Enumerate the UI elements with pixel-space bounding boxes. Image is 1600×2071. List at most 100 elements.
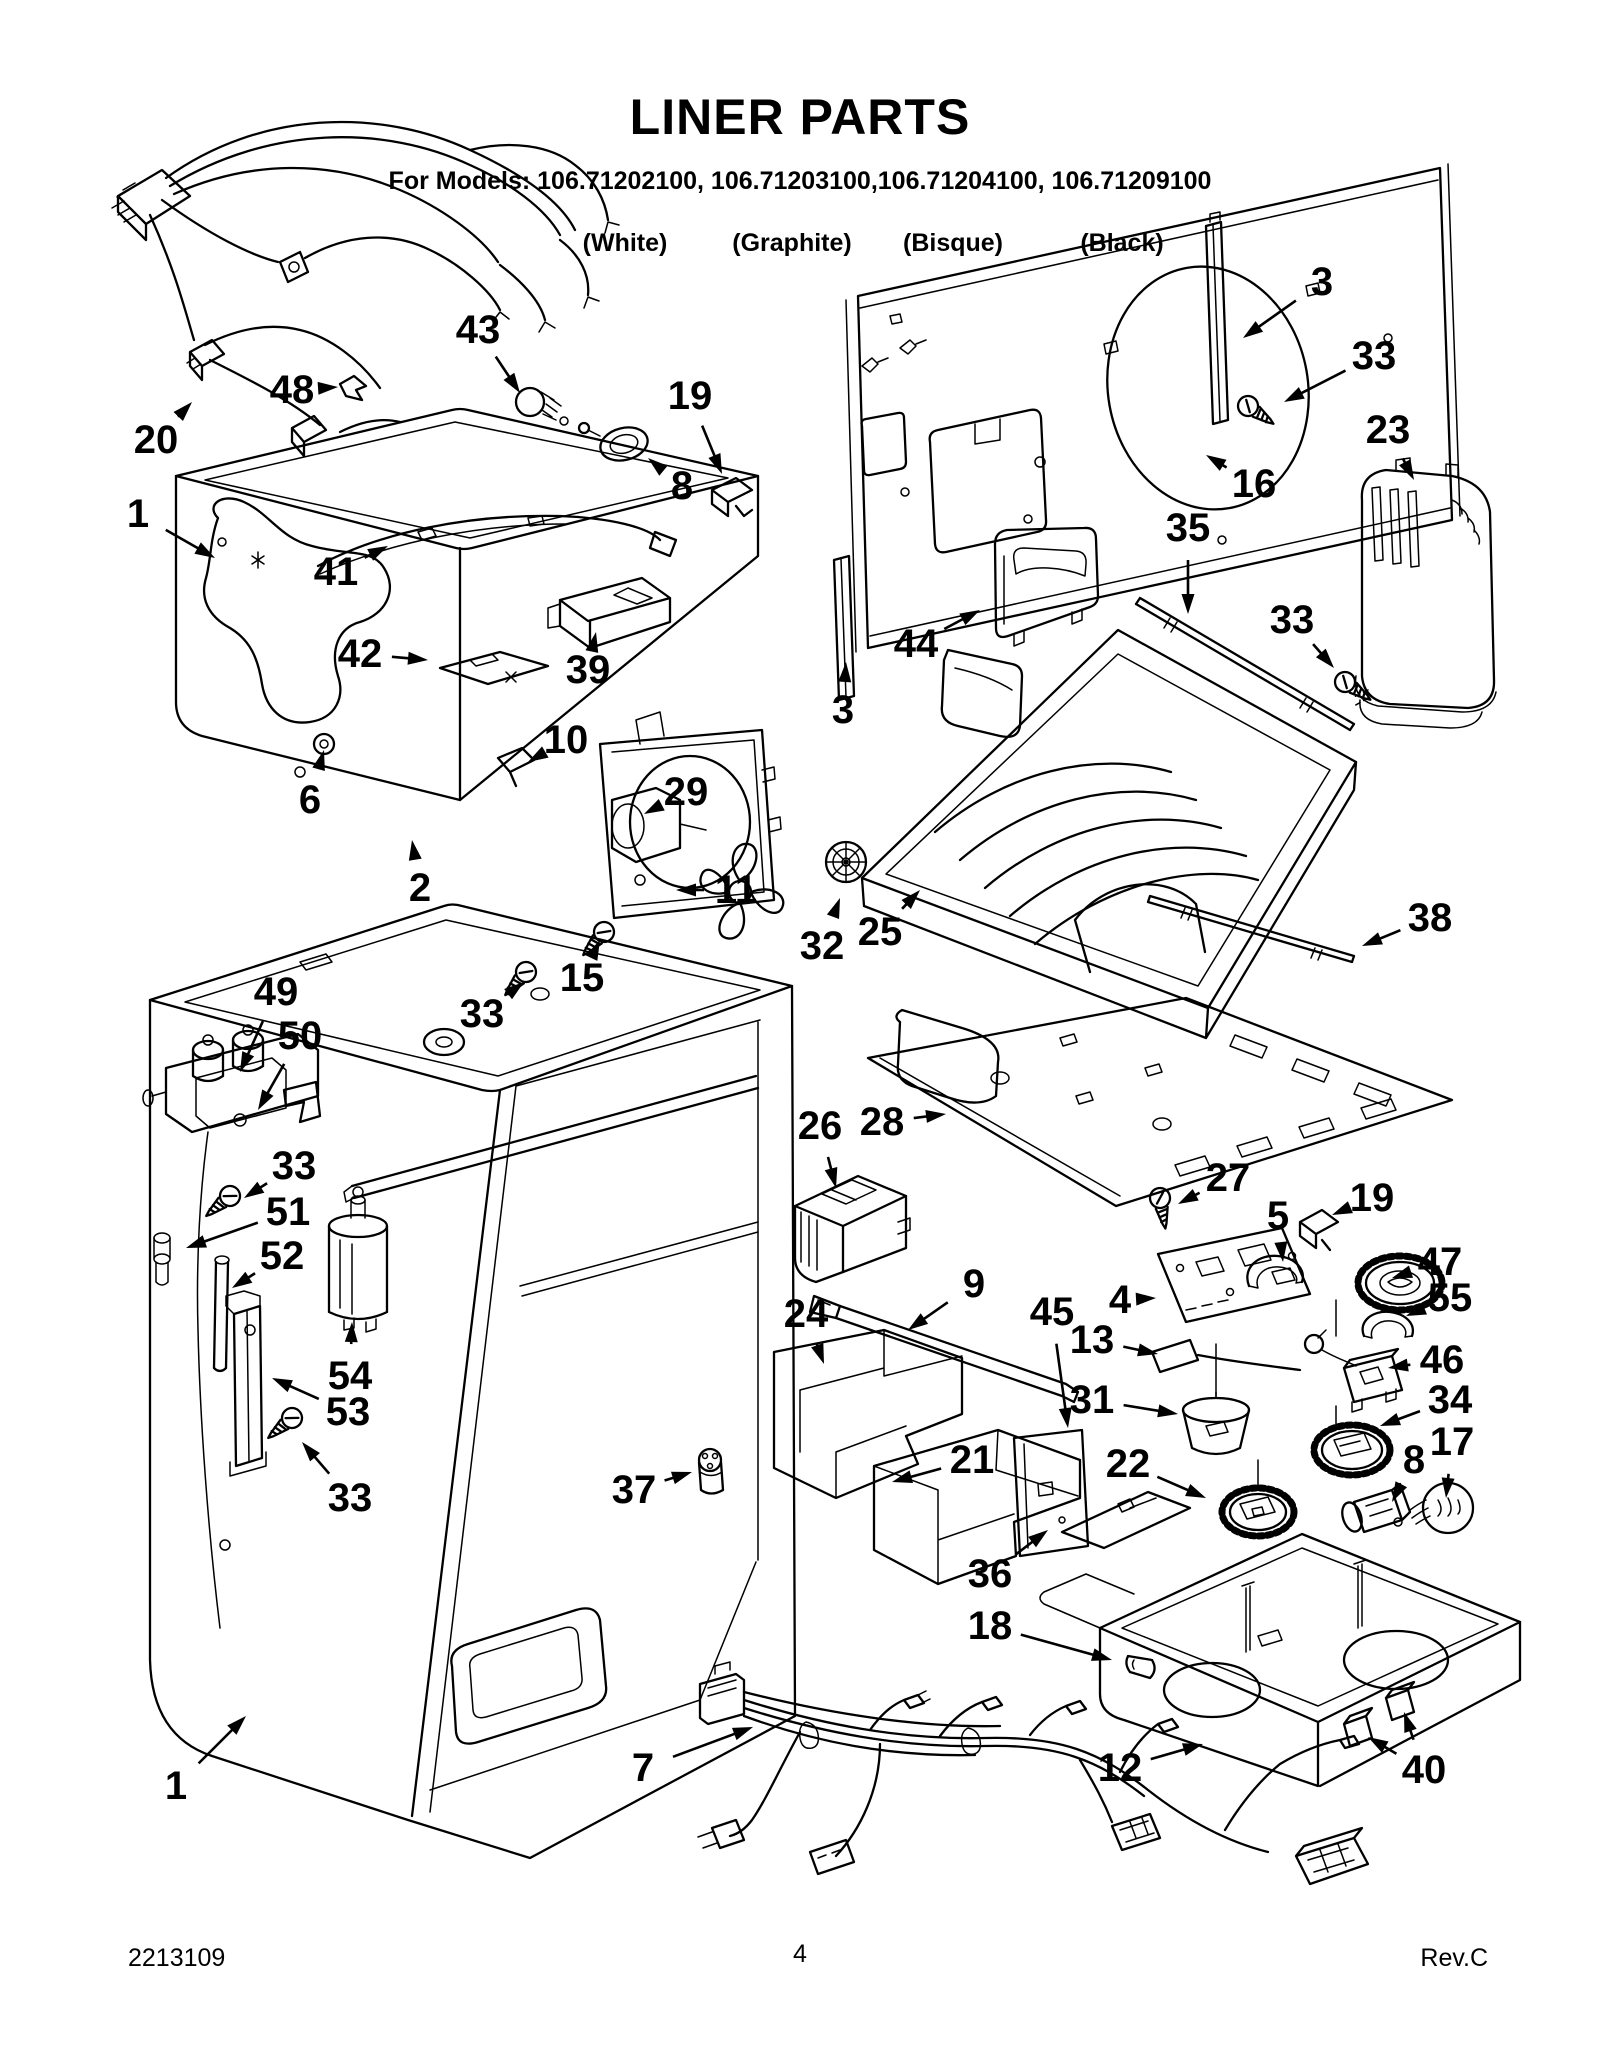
callout-1-arrowhead [227,1716,246,1735]
callout-23-arrowhead [1399,459,1414,480]
callout-43-arrowhead [503,372,520,393]
callout-17-label: 17 [1429,1420,1475,1464]
callout-10-label: 10 [543,718,589,762]
callout-45-label: 45 [1029,1290,1075,1334]
control-board-drawing [1147,1185,1340,1324]
page-number: 4 [793,1940,807,1968]
callout-4-label: 4 [1108,1278,1132,1322]
callout-4-arrowhead [1135,1292,1156,1306]
fresh-food-liner-drawing [148,903,797,1860]
callout-2-label: 2 [408,866,432,910]
callout-46-label: 46 [1419,1338,1465,1382]
callout-54-label: 54 [327,1354,373,1398]
callout-55-arrowhead [1406,1302,1427,1316]
callout-44-label: 44 [893,622,939,666]
callout-21-label: 21 [949,1438,995,1482]
callout-31-label: 31 [1069,1378,1115,1422]
model-color-white: (White) [582,229,668,257]
callout-53-arrowhead [272,1378,293,1393]
callout-36-label: 36 [967,1552,1013,1596]
callout-29-label: 29 [663,770,709,814]
callout-37-arrowhead [670,1471,692,1485]
callout-49-arrowhead [240,1051,255,1072]
callout-33-label: 33 [327,1476,373,1520]
callout-49-label: 49 [253,970,299,1014]
callout-9-label: 9 [962,1262,986,1306]
callout-3-label: 3 [1310,260,1334,304]
callout-54-arrowhead [344,1322,358,1343]
callout-2-arrowhead [408,840,422,861]
callout-28-label: 28 [859,1100,905,1144]
callout-32-label: 32 [799,924,845,968]
callout-21-arrowhead [892,1470,914,1483]
callout-33-arrowhead [1315,648,1334,668]
callout-33-label: 33 [271,1144,317,1188]
callout-28-arrowhead [925,1110,946,1123]
revision: Rev.C [1420,1944,1488,1972]
callout-24-arrowhead [811,1342,824,1364]
back-panel-drawing [845,163,1461,653]
callout-47-label: 47 [1417,1240,1463,1284]
callout-15-arrowhead [585,940,600,961]
callout-13-arrowhead [1137,1343,1158,1357]
callout-7-arrowhead [731,1727,753,1741]
callout-11-arrowhead [676,883,696,897]
thermostat-capillary-drawing [316,339,927,686]
callout-33-arrowhead [244,1181,265,1198]
callout-52-label: 52 [259,1234,305,1278]
callout-17-arrowhead [1441,1477,1455,1498]
callout-13-label: 13 [1069,1318,1115,1362]
callout-22-label: 22 [1105,1442,1151,1486]
callout-20-arrowhead [173,402,192,421]
callout-47-arrowhead [1392,1265,1414,1278]
callout-1-label: 1 [126,492,150,536]
page-title: LINER PARTS [629,89,971,145]
heater-rod-drawing [1134,596,1378,732]
callout-32-arrowhead [826,898,840,920]
small-top-parts-drawing [338,374,754,650]
water-system-drawing [142,1024,389,1629]
callout-19-arrowhead [1332,1201,1353,1215]
fan-assembly-drawing [422,711,785,1057]
doc-number: 2213109 [128,1944,226,1972]
callout-40-arrowhead [1368,1737,1389,1753]
callout-36-arrowhead [1028,1530,1048,1548]
callout-19-arrowhead [708,453,722,474]
callout-33-label: 33 [459,992,505,1036]
callout-50-arrowhead [258,1089,274,1110]
callout-1-label: 1 [164,1764,188,1808]
model-color-graphite: (Graphite) [732,229,852,257]
callout-51-label: 51 [265,1190,311,1234]
callout-38-label: 38 [1407,896,1453,940]
callout-5-arrowhead [1274,1241,1288,1262]
callout-40-arrowhead [1404,1712,1417,1734]
callout-16-arrowhead [1206,455,1227,471]
callout-26-arrowhead [824,1167,838,1188]
callout-55-label: 55 [1427,1276,1473,1320]
callout-29-arrowhead [644,798,665,814]
callout-50-label: 50 [277,1014,323,1058]
callout-53-label: 53 [325,1390,371,1434]
callout-48-label: 48 [269,368,315,412]
callout-5-label: 5 [1266,1194,1290,1238]
callout-1-leader [197,1723,239,1765]
control-housing-drawing [1039,1490,1522,1788]
callout-11-label: 11 [714,868,758,912]
callout-18-label: 18 [967,1604,1013,1648]
callout-39-label: 39 [565,648,611,692]
callout-43-label: 43 [455,308,501,352]
callout-22-arrowhead [1185,1484,1206,1498]
callout-27-label: 27 [1205,1156,1251,1200]
roller-drawing [697,1447,725,1495]
callout-33-arrowhead [1284,387,1305,402]
callout-8-label: 8 [1402,1438,1426,1482]
callout-45-leader [1055,1343,1068,1417]
callout-42-arrowhead [407,651,428,665]
callout-26-label: 26 [797,1104,843,1148]
callout-9-arrowhead [908,1313,929,1330]
callout-6-label: 6 [298,778,322,822]
callout-12-label: 12 [1097,1746,1143,1790]
callout-34-arrowhead [1380,1412,1402,1426]
